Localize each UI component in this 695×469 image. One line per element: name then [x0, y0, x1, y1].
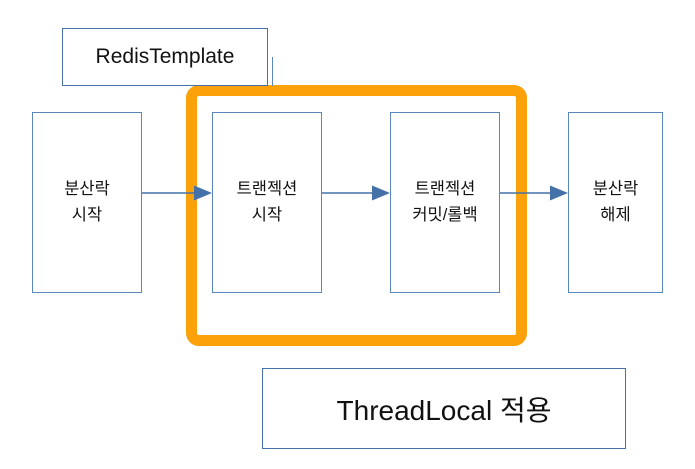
process-node-lock-start: 분산락 시작: [32, 112, 142, 293]
highlight-frame-threadlocal-scope: [186, 85, 527, 346]
process-node-lock-release: 분산락 해제: [568, 112, 663, 293]
process-node-transaction-start: 트랜젝션 시작: [212, 112, 322, 293]
process-node-transaction-commit-rollback-label: 트랜젝션 커밋/롤백: [412, 179, 478, 224]
process-node-transaction-start-label: 트랜젝션 시작: [236, 179, 298, 224]
annotation-label-redistemplate: RedisTemplate: [62, 28, 268, 86]
connector-line-redistemplate: [272, 57, 274, 86]
process-node-transaction-commit-rollback: 트랜젝션 커밋/롤백: [390, 112, 500, 293]
process-node-lock-start-label: 분산락 시작: [64, 179, 110, 224]
annotation-label-redistemplate-text: RedisTemplate: [95, 45, 235, 68]
annotation-label-threadlocal-text: ThreadLocal 적용: [336, 394, 552, 426]
process-node-lock-release-label: 분산락 해제: [592, 179, 639, 224]
annotation-label-threadlocal: ThreadLocal 적용: [262, 368, 626, 449]
